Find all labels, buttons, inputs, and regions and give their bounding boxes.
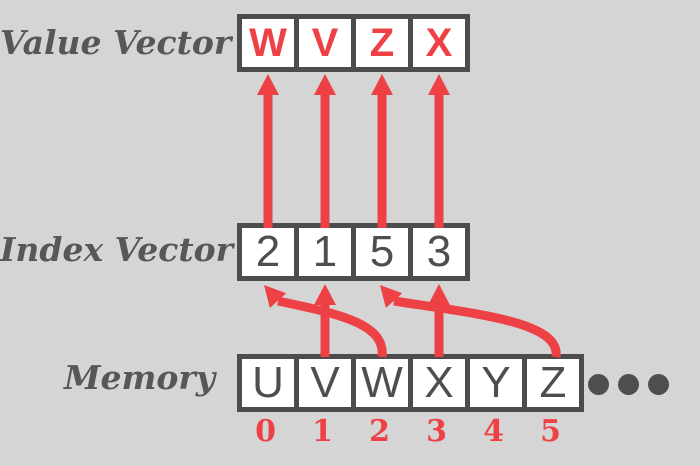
memory-cell-1: V bbox=[294, 354, 356, 412]
ellipsis-dot bbox=[588, 374, 609, 395]
arrow-memory1-to-index1 bbox=[314, 284, 336, 357]
arrow-memory2-to-index0 bbox=[264, 285, 387, 358]
memory-label: Memory bbox=[63, 358, 215, 397]
memory-row: U V W X Y Z bbox=[237, 354, 584, 412]
arrow-memory5-to-index2 bbox=[380, 285, 561, 358]
arrow-index0-to-value0 bbox=[257, 74, 279, 228]
index-cell-2: 5 bbox=[351, 223, 413, 281]
value-cell-2: Z bbox=[351, 14, 413, 72]
arrow-index1-to-value1 bbox=[314, 74, 336, 228]
index-cell-3: 3 bbox=[408, 223, 470, 281]
ellipsis-dot bbox=[618, 374, 639, 395]
value-cell-0: W bbox=[237, 14, 299, 72]
index-cell-1: 1 bbox=[294, 223, 356, 281]
memory-index-row: 0 1 2 3 4 5 bbox=[237, 416, 584, 448]
memory-index-0: 0 bbox=[255, 414, 276, 449]
ellipsis-dot bbox=[648, 374, 669, 395]
memory-index-2: 2 bbox=[369, 414, 390, 449]
memory-cell-0: U bbox=[237, 354, 299, 412]
memory-cell-5: Z bbox=[522, 354, 584, 412]
memory-index-1: 1 bbox=[312, 414, 333, 449]
value-vector-row: W V Z X bbox=[237, 14, 470, 72]
value-cell-1: V bbox=[294, 14, 356, 72]
arrow-index3-to-value3 bbox=[428, 74, 450, 228]
memory-cell-3: X bbox=[408, 354, 470, 412]
memory-cell-4: Y bbox=[465, 354, 527, 412]
memory-cell-2: W bbox=[351, 354, 413, 412]
arrow-memory3-to-index3 bbox=[428, 284, 450, 357]
arrow-index2-to-value2 bbox=[371, 74, 393, 228]
value-vector-label: Value Vector bbox=[0, 23, 232, 62]
value-cell-3: X bbox=[408, 14, 470, 72]
index-cell-0: 2 bbox=[237, 223, 299, 281]
index-vector-label: Index Vector bbox=[0, 230, 233, 269]
memory-index-5: 5 bbox=[540, 414, 561, 449]
memory-index-4: 4 bbox=[483, 414, 504, 449]
index-vector-row: 2 1 5 3 bbox=[237, 223, 470, 281]
memory-index-3: 3 bbox=[426, 414, 447, 449]
